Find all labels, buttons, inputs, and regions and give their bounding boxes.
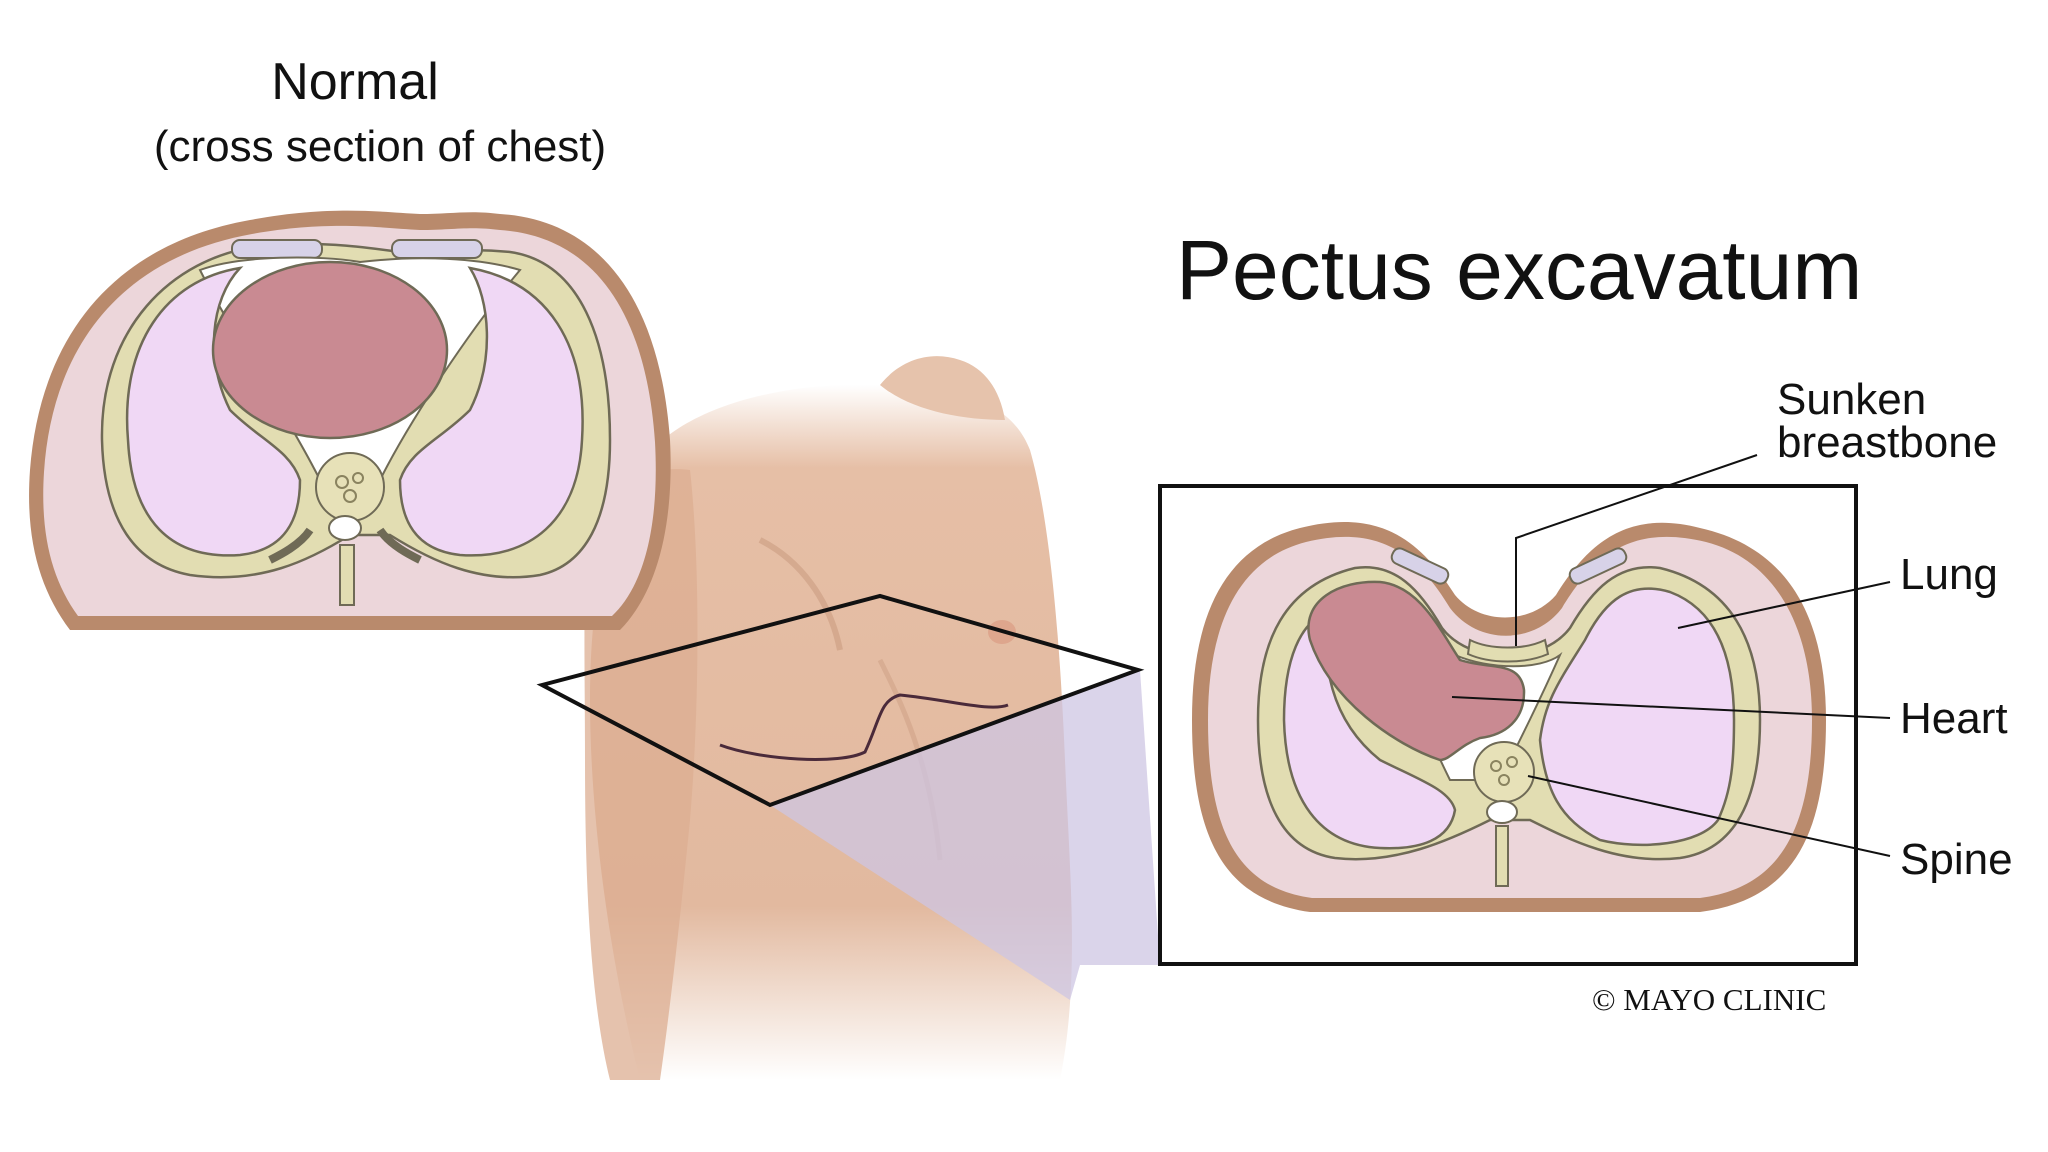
normal-title: Normal	[271, 53, 439, 111]
leader-heart	[1451, 696, 1891, 719]
label-sunken-breastbone: Sunken breastbone	[1777, 375, 1998, 467]
leader-lung	[1677, 581, 1891, 629]
pectus-cross-section-box	[1158, 454, 1891, 966]
label-spine: Spine	[1900, 835, 2013, 884]
label-heart: Heart	[1900, 694, 2008, 743]
copyright-notice: © MAYO CLINIC	[1592, 982, 1827, 1017]
pectus-title: Pectus excavatum	[1176, 223, 1863, 317]
leader-spine	[1527, 775, 1891, 857]
label-lung: Lung	[1900, 550, 1998, 599]
normal-cross-section	[29, 210, 671, 630]
normal-subtitle: (cross section of chest)	[153, 122, 607, 171]
leader-sunken-breastbone	[1515, 454, 1758, 646]
